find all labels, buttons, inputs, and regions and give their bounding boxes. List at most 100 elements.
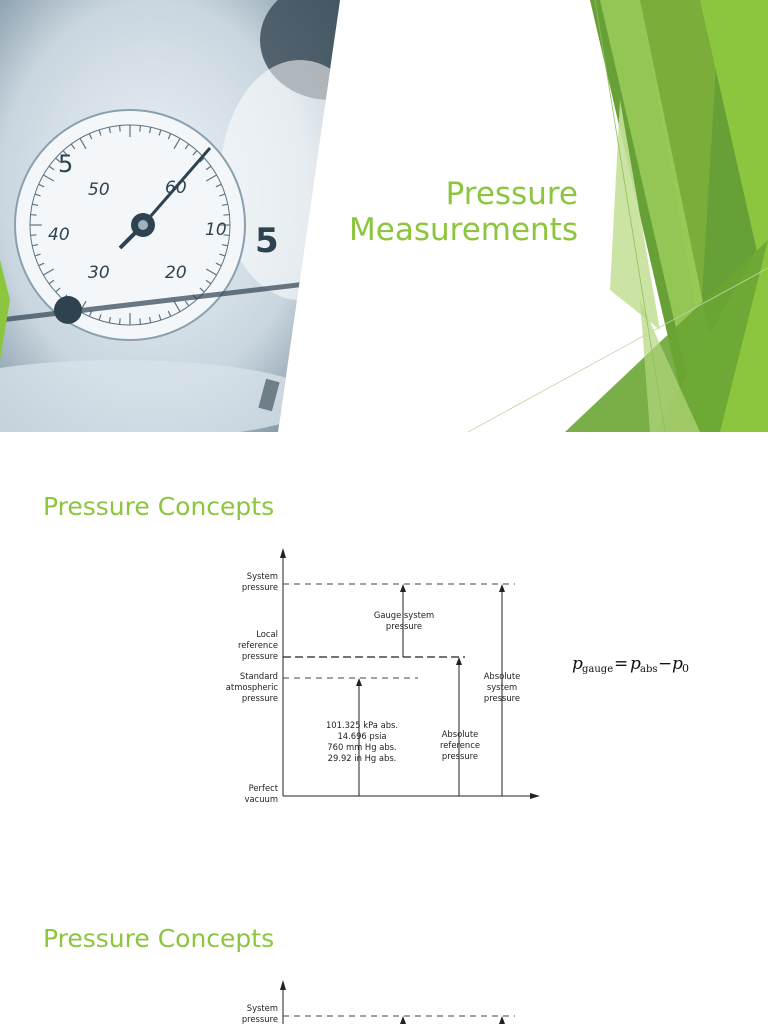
pressure-concepts-slide-2: Pressure Concepts System pressure [0, 864, 768, 1024]
label-vacuum: vacuum [245, 794, 278, 804]
dial-tick [43, 268, 55, 276]
dial-tick [215, 183, 222, 188]
dial-tick [139, 125, 142, 132]
dial-tick [173, 300, 181, 312]
label-system: System [247, 1003, 278, 1013]
label-abs-system: Absolute [484, 671, 521, 681]
label-abs-system: pressure [484, 693, 520, 703]
dial-tick [32, 243, 39, 247]
dial-number: 50 [88, 180, 110, 200]
dial-tick [167, 133, 172, 140]
svg-text:=: = [614, 654, 628, 674]
dial-tick [55, 287, 61, 293]
label-local: reference [238, 640, 278, 650]
dial-hand [141, 147, 212, 226]
dial-tick [199, 157, 205, 163]
svg-text:p: p [630, 654, 641, 674]
atm-value: 101.325 kPa abs. [326, 720, 398, 730]
dial-tick [215, 262, 222, 267]
svg-text:abs: abs [640, 664, 658, 675]
dial-tick [221, 243, 228, 247]
dial-tick [98, 314, 102, 321]
title-slide-graphics: 5 50 60 40 10 30 20 5 [0, 0, 768, 432]
dial-tick [205, 279, 212, 285]
slide-heading: Pressure Concepts [43, 924, 275, 953]
label-standard: Standard [240, 671, 278, 681]
atm-value: 29.92 in Hg abs. [328, 753, 397, 763]
dial-number: 20 [165, 263, 187, 283]
dial-number: 10 [205, 220, 227, 240]
dial-tick [158, 314, 162, 321]
dial-tick [199, 287, 205, 293]
dial-tick [167, 310, 172, 317]
atm-value: 760 mm Hg abs. [327, 742, 396, 752]
dial-tick [62, 150, 68, 156]
svg-text:0: 0 [682, 662, 689, 675]
dial-tick [108, 127, 112, 134]
dial-number: 30 [88, 263, 110, 283]
slide-heading: Pressure Concepts [43, 492, 275, 521]
dial-number: 5 [255, 221, 279, 261]
label-local: Local [256, 629, 278, 639]
dial-tick [205, 268, 217, 276]
dial-number: 40 [48, 225, 70, 245]
dial-tick [34, 193, 41, 197]
label-local: pressure [242, 651, 278, 661]
dial-tick [34, 253, 41, 257]
svg-text:gauge: gauge [582, 664, 613, 675]
dial-tick [205, 165, 212, 171]
y-axis-arrow [280, 548, 286, 558]
pressure-diagram: System pressure Local reference pressure… [226, 548, 689, 804]
dial-tick [148, 316, 152, 323]
dial-tick [32, 203, 39, 207]
dial-tick [118, 318, 121, 325]
dial-tick [219, 193, 226, 197]
label-abs-reference: Absolute [442, 729, 479, 739]
label-standard: pressure [242, 693, 278, 703]
dial-tick [219, 253, 226, 257]
dial-tick [192, 150, 198, 156]
green-decoration [467, 0, 768, 432]
title-line: Measurements [349, 212, 578, 248]
label-system: pressure [242, 1014, 278, 1024]
label-system: System [247, 571, 278, 581]
dial-tick [205, 174, 217, 182]
dial-tick [38, 183, 45, 188]
label-system: pressure [242, 582, 278, 592]
dial-tick [43, 174, 55, 182]
atm-value: 14.696 psia [337, 731, 386, 741]
svg-text:p: p [672, 654, 683, 674]
dial-tick [148, 127, 152, 134]
label-gauge: pressure [386, 621, 422, 631]
label-gauge: Gauge system [374, 610, 434, 620]
dial-tick [48, 279, 55, 285]
dial-tick [79, 138, 87, 150]
dial-number: 5 [58, 150, 73, 178]
dial-tick [30, 213, 37, 216]
dial-tick [184, 143, 190, 150]
dial-tick [223, 234, 230, 237]
dial-tick [88, 133, 93, 140]
x-axis-arrow [530, 793, 540, 799]
label-abs-reference: reference [440, 740, 480, 750]
dial-tick [108, 316, 112, 323]
gauge-pressure-formula: p gauge = p abs − p 0 [572, 654, 689, 675]
dial-tick [184, 300, 190, 307]
pressure-diagram-partial: System pressure [242, 980, 515, 1024]
label-abs-reference: pressure [442, 751, 478, 761]
dial-tick [139, 318, 142, 325]
dial-tick [88, 310, 93, 317]
dial-tick [118, 125, 121, 132]
label-standard: atmospheric [226, 682, 279, 692]
dial-tick [221, 203, 228, 207]
svg-text:p: p [572, 654, 583, 674]
dial-tick [98, 129, 102, 136]
dial-tick [173, 138, 181, 150]
title-line: Pressure [445, 176, 578, 212]
dial-tick [30, 234, 37, 237]
label-abs-system: system [487, 682, 517, 692]
dial-tick [48, 165, 55, 171]
dial-tick [70, 143, 76, 150]
dial-tick [55, 157, 61, 163]
svg-text:−: − [658, 654, 672, 674]
